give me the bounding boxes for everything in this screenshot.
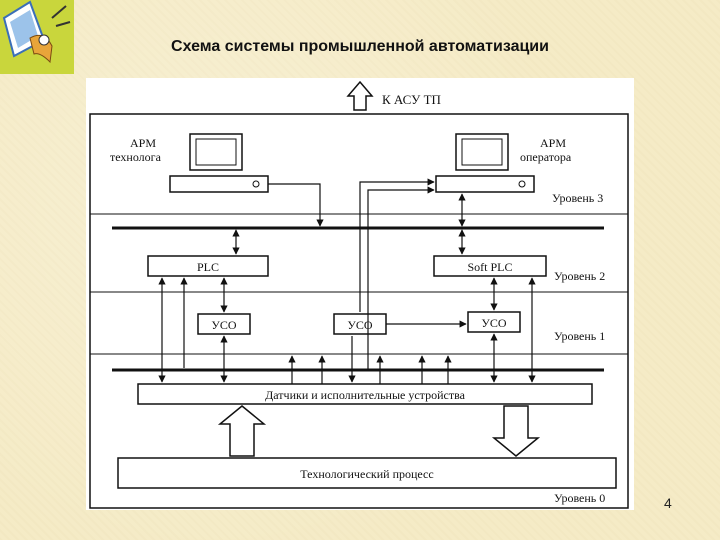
sensors-label: Датчики и исполнительные устройства <box>265 388 465 402</box>
logo-icon <box>0 0 74 74</box>
uso-left-label: УСО <box>211 318 237 332</box>
plc-label: PLC <box>197 260 219 274</box>
uso-middle-label: УСО <box>347 318 373 332</box>
sensors-box <box>137 383 593 405</box>
uso-right-label: УСО <box>481 316 507 330</box>
level-3-label: Уровень 3 <box>552 191 603 205</box>
arm-technologist-computer-icon <box>169 133 269 193</box>
level-2-label: Уровень 2 <box>554 269 605 283</box>
uso-right-box <box>467 311 521 333</box>
page-number: 4 <box>664 495 672 511</box>
arm-operator-computer-icon <box>435 133 535 193</box>
automation-diagram: К АСУ ТП АРМ технолога АРМ оператора У <box>89 80 629 509</box>
process-to-sensors-arrow-icon <box>217 405 267 457</box>
arm-operator-subtitle: оператора <box>520 150 572 164</box>
arm-operator-title: АРМ <box>540 136 566 150</box>
level-1-label: Уровень 1 <box>554 329 605 343</box>
plc-box <box>147 255 269 277</box>
slide-title: Схема системы промышленной автоматизации <box>171 38 549 55</box>
top-label: К АСУ ТП <box>382 92 441 107</box>
sensors-to-process-arrow-icon <box>491 405 541 457</box>
arm-technologist-title: АРМ <box>130 136 156 150</box>
process-box <box>117 457 617 489</box>
arm-technologist-subtitle: технолога <box>110 150 162 164</box>
process-label: Технологический процесс <box>300 467 433 481</box>
outer-frame <box>89 113 629 509</box>
soft-plc-label: Soft PLC <box>467 260 512 274</box>
diagram-panel: К АСУ ТП АРМ технолога АРМ оператора У <box>86 78 634 510</box>
soft-plc-box <box>433 255 547 277</box>
uso-left-box <box>197 313 251 335</box>
level-0-label: Уровень 0 <box>554 491 605 505</box>
to-asu-tp-arrow-icon <box>346 80 374 111</box>
connection-lines <box>158 178 536 384</box>
